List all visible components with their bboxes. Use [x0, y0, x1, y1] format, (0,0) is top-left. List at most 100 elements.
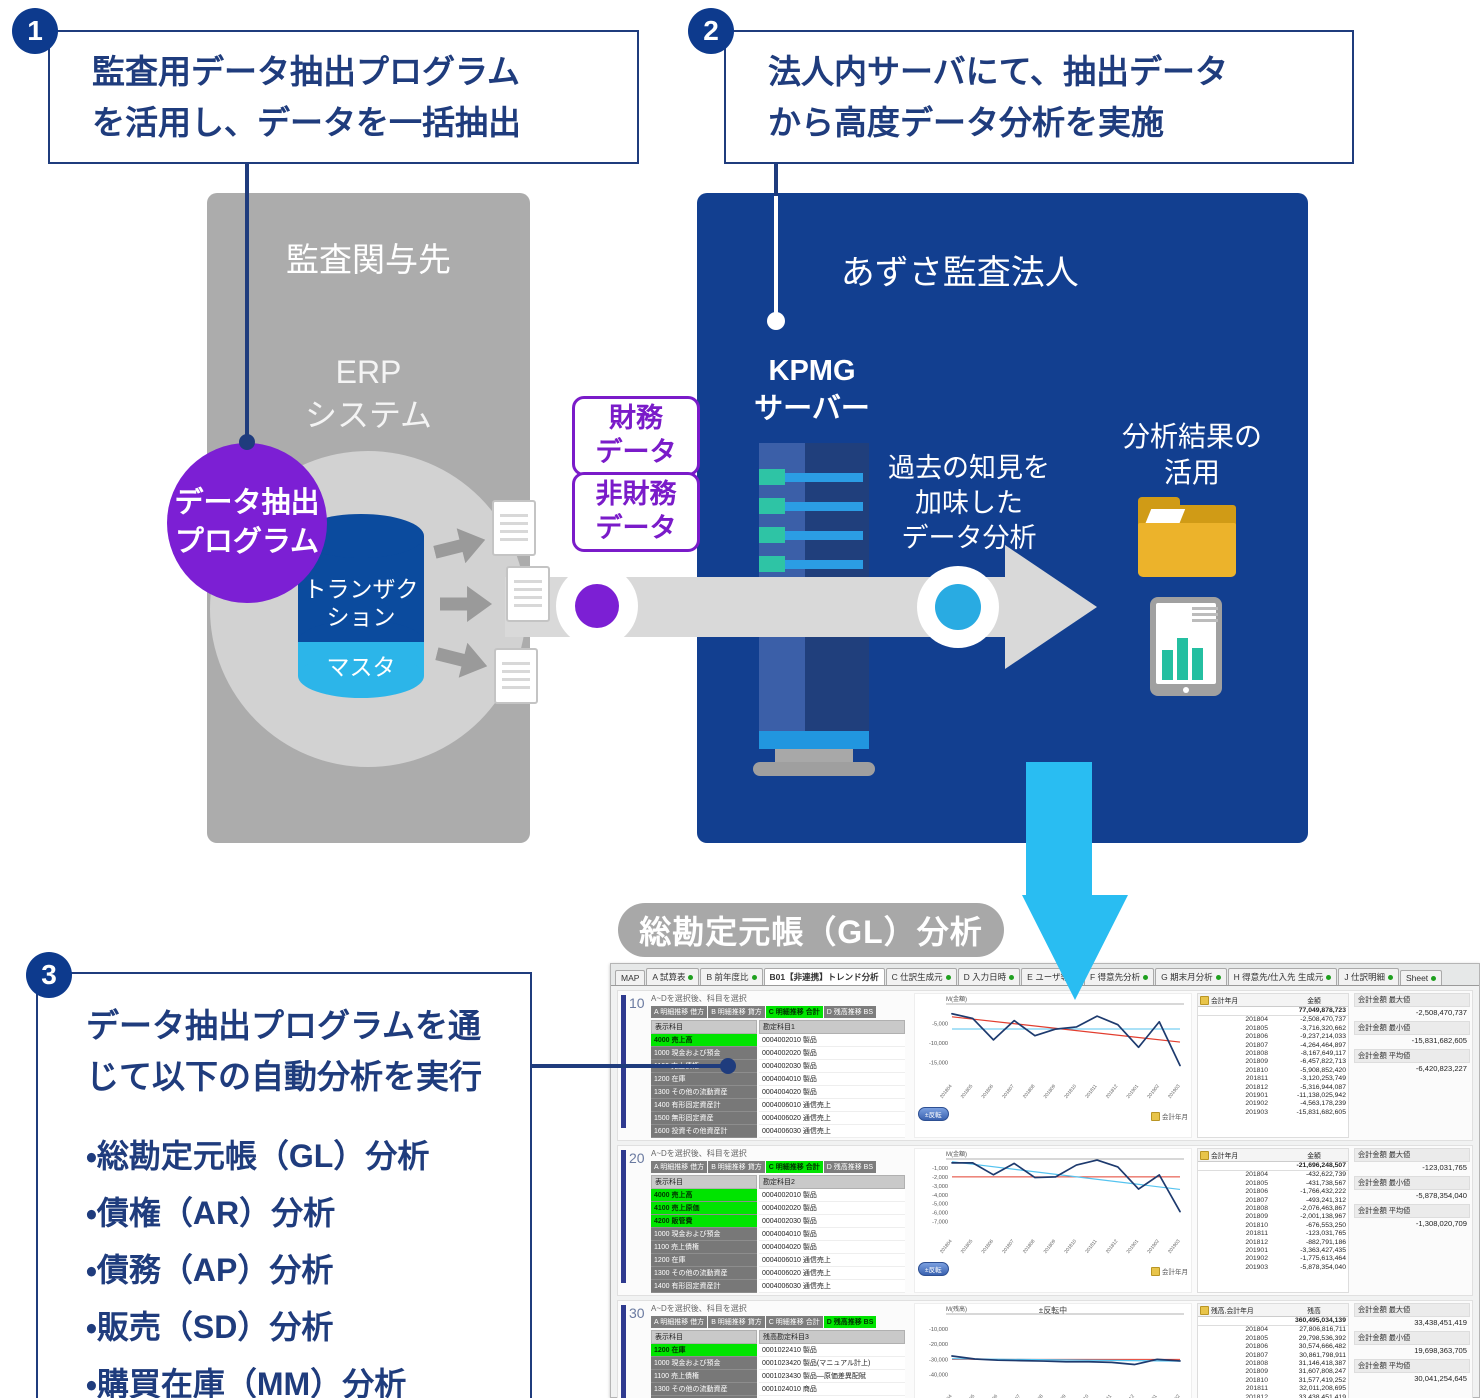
mode-tab[interactable]: D 残高推移 BS	[823, 1316, 877, 1328]
display-account-item[interactable]: 4200 販管費	[651, 1215, 757, 1228]
display-account-item[interactable]: 1000 現金および預金	[651, 1047, 757, 1060]
gl-account-item[interactable]: 0001024010 商品	[759, 1383, 905, 1396]
table-filter-icon[interactable]	[1200, 1150, 1209, 1160]
display-account-item[interactable]: 4000 売上高	[651, 1034, 757, 1047]
table-row: 201805-3,716,320,662	[1198, 1025, 1348, 1033]
flow-node-extract	[556, 565, 638, 647]
table-row: 201812-5,316,944,087	[1198, 1084, 1348, 1092]
gl-account-item[interactable]: 0004006010 通信売上	[759, 1254, 905, 1267]
sheet-tab[interactable]: B01【非連携】トレンド分析	[763, 968, 885, 985]
gl-account-item[interactable]: 0004006010 通信売上	[759, 1099, 905, 1112]
gl-account-item[interactable]: 0001022410 製品	[759, 1344, 905, 1357]
gl-account-item[interactable]: 0004002030 製品	[759, 1060, 905, 1073]
display-account-item[interactable]: 1200 在庫	[651, 1254, 757, 1267]
gl-account-item[interactable]: 0004002020 製品	[759, 1202, 905, 1215]
mode-tab[interactable]: D 残高推移 BS	[823, 1161, 876, 1173]
gl-account-item[interactable]: 0004004010 製品	[759, 1228, 905, 1241]
display-account-item[interactable]: 1300 その他の流動資産	[651, 1383, 757, 1396]
display-account-item[interactable]: 4100 売上原価	[651, 1202, 757, 1215]
display-account-item[interactable]: 1400 有形固定資産計	[651, 1099, 757, 1112]
gl-account-item[interactable]: 0001023430 製品―原価差異配賦	[759, 1370, 905, 1383]
gl-account-item[interactable]: 0004006030 通信売上	[759, 1125, 905, 1138]
mode-tab[interactable]: B 明細推移 貸方	[708, 1316, 765, 1328]
sheet-tab[interactable]: A 試算表	[646, 968, 700, 985]
sheet-tab[interactable]: MAP	[615, 970, 646, 985]
table-row: 201811-3,120,253,749	[1198, 1075, 1348, 1083]
svg-text:201810: 201810	[1063, 1083, 1078, 1100]
svg-text:201805: 201805	[962, 1393, 977, 1398]
summary-label: 会計金額 平均値	[1354, 1049, 1470, 1063]
gl-account-item[interactable]: 0004002010 製品	[759, 1034, 905, 1047]
sheet-tab[interactable]: Sheet	[1399, 970, 1443, 985]
svg-text:201809: 201809	[1053, 1393, 1068, 1398]
display-account-item[interactable]: 1600 投資その他資産計	[651, 1125, 757, 1138]
table-filter-icon[interactable]	[1200, 995, 1209, 1005]
row-accent-bar	[621, 995, 626, 1129]
mode-tab[interactable]: B 明細推移 貸方	[708, 1006, 765, 1018]
sheet-tab-label: G 期末月分析	[1161, 972, 1213, 982]
gl-account-item[interactable]: 0004002030 製品	[759, 1215, 905, 1228]
sheet-tab[interactable]: B 前年度比	[700, 968, 763, 985]
svg-text:201902: 201902	[1146, 1083, 1161, 1100]
display-account-item[interactable]: 1300 その他の流動資産	[651, 1086, 757, 1099]
table-filter-icon[interactable]	[1200, 1305, 1209, 1315]
table-cell-amount: -1,766,432,222	[1300, 1188, 1346, 1196]
sheet-tab[interactable]: C 仕訳生成元	[885, 968, 957, 985]
table-col1-header: 残高,会計年月	[1211, 1308, 1254, 1315]
server-base-light	[759, 731, 869, 749]
gl-account-item[interactable]: 0001024020 商品	[759, 1396, 905, 1398]
sheet-tab[interactable]: D 入力日時	[957, 968, 1021, 985]
table-row: 201903-5,878,354,040	[1198, 1264, 1348, 1272]
mode-tab[interactable]: C 明細推移 合計	[765, 1006, 823, 1018]
gl-account-item[interactable]: 0004004010 製品	[759, 1073, 905, 1086]
gl-account-item[interactable]: 0004004020 製品	[759, 1241, 905, 1254]
display-account-header: 表示科目	[651, 1020, 757, 1034]
display-account-item[interactable]: 1100 売上債権	[651, 1370, 757, 1383]
gl-account-item[interactable]: 0004002020 製品	[759, 1047, 905, 1060]
mode-tab[interactable]: C 明細推移 合計	[765, 1161, 823, 1173]
mode-tab[interactable]: A 明細推移 借方	[651, 1006, 708, 1018]
callout-step2: 法人内サーバにて、抽出データ から高度データ分析を実施	[724, 30, 1354, 164]
summary-label: 会計金額 最小値	[1354, 1331, 1470, 1345]
mode-tab[interactable]: A 明細推移 借方	[651, 1161, 708, 1173]
display-account-item[interactable]: 1200 在庫	[651, 1073, 757, 1086]
table-row: 201808-8,167,649,117	[1198, 1050, 1348, 1058]
display-account-item[interactable]: 1300 その他の流動資産	[651, 1267, 757, 1280]
display-account-item[interactable]: 1100 売上債権	[651, 1241, 757, 1254]
display-account-item[interactable]: 1400 有形固定資産計	[651, 1396, 757, 1398]
total-col2: -21,696,248,507	[1296, 1162, 1346, 1169]
gl-account-item[interactable]: 0004006020 通信売上	[759, 1267, 905, 1280]
gl-account-item[interactable]: 0004004020 製品	[759, 1086, 905, 1099]
sheet-tab[interactable]: H 得意先/仕入先 生成元	[1227, 968, 1338, 985]
sheet-tab[interactable]: J 仕訳明細	[1338, 968, 1399, 985]
gl-account-item[interactable]: 0004002010 製品	[759, 1189, 905, 1202]
selector-instruction: A~Dを選択後、科目を選択	[651, 994, 747, 1003]
display-account-item[interactable]: 1000 現金および預金	[651, 1357, 757, 1370]
svg-text:201805: 201805	[960, 1083, 975, 1100]
table-cell-amount: 27,806,816,711	[1299, 1326, 1346, 1334]
display-account-item[interactable]: 1500 無形固定資産	[651, 1112, 757, 1125]
sheet-tab[interactable]: G 期末月分析	[1155, 968, 1227, 985]
gl-account-item[interactable]: 0001023420 製品(マニュアル計上)	[759, 1357, 905, 1370]
invert-button[interactable]: ±反転	[918, 1107, 949, 1121]
row-number: 20	[629, 1150, 645, 1166]
display-account-item[interactable]: 4000 売上高	[651, 1189, 757, 1202]
table-cell-amount: -8,167,649,117	[1300, 1050, 1346, 1058]
display-account-item[interactable]: 1200 在庫	[651, 1344, 757, 1357]
summary-label: 会計金額 平均値	[1354, 1204, 1470, 1218]
display-account-item[interactable]: 1000 現金および預金	[651, 1228, 757, 1241]
invert-button[interactable]: ±反転	[918, 1262, 949, 1276]
svg-text:-20,000: -20,000	[929, 1342, 948, 1348]
table-cell-amount: -2,076,463,867	[1300, 1205, 1346, 1213]
display-account-item[interactable]: 1400 有形固定資産計	[651, 1280, 757, 1293]
mode-tab[interactable]: A 明細推移 借方	[651, 1316, 708, 1328]
mode-tab[interactable]: C 明細推移 合計	[765, 1316, 823, 1328]
mode-tab[interactable]: D 残高推移 BS	[823, 1006, 876, 1018]
gl-account-item[interactable]: 0004006030 通信売上	[759, 1280, 905, 1293]
gl-account-item[interactable]: 0004006020 通信売上	[759, 1112, 905, 1125]
mode-tab[interactable]: B 明細推移 貸方	[708, 1161, 765, 1173]
